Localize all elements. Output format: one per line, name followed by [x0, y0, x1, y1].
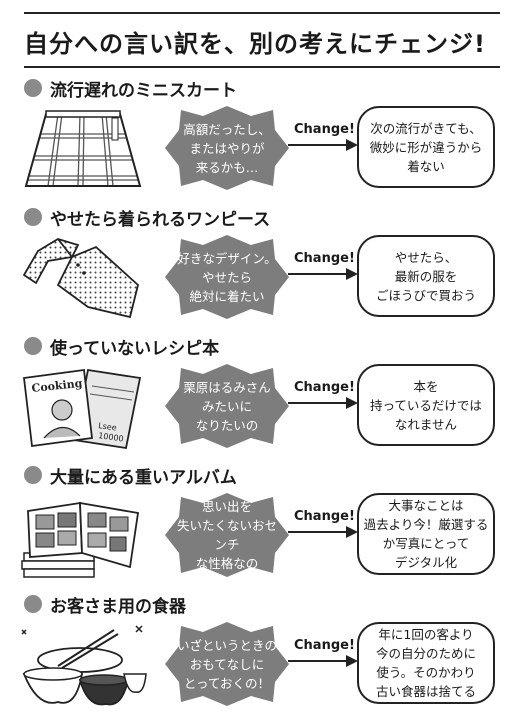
heading-text: お客さま用の食器: [50, 597, 186, 617]
heading-text: 流行遅れのミニスカート: [50, 81, 237, 101]
page-title-text: 自分への言い訳を、別の考えにチェンジ!: [24, 30, 486, 58]
excuse-line: いざというときの: [176, 637, 277, 653]
rethink-line: 持っているだけでは: [370, 397, 482, 413]
rethink-line: 次の流行がきても、: [370, 120, 482, 136]
change-label: Change!: [294, 380, 355, 395]
rethink-line: 過去より今！厳選する: [363, 517, 489, 532]
recipe-page-text: Lsee: [98, 421, 118, 432]
rethink-bubble: 本を 持っているだけでは なれません: [357, 364, 495, 446]
excuse-line: みたいに: [201, 398, 252, 414]
rethink-line: 大事なことは: [388, 498, 464, 513]
excuse-line: とっておくの！: [183, 675, 271, 691]
change-label: Change!: [294, 638, 355, 653]
heading-text: 使っていないレシピ本: [50, 339, 220, 359]
recipe-book-illustration: Cooking Lsee 10000: [23, 368, 142, 450]
bullet-icon: [24, 337, 42, 355]
rethink-bubble: 次の流行がきても、 微妙に形が違うから 着ない: [357, 106, 495, 188]
arrow-right-icon: [288, 655, 358, 667]
cookbook-cover-text: Cooking: [31, 377, 83, 395]
rethink-line: 今の自分のために: [375, 646, 476, 661]
arrow-right-icon: [288, 397, 358, 409]
change-label: Change!: [294, 251, 355, 266]
recipe-page-number: 10000: [98, 431, 124, 443]
change-label: Change!: [294, 509, 355, 524]
rethink-bubble: やせたら、 最新の服を ごほうびで買おう: [357, 235, 495, 317]
excuse-line: 失いたくないおセンチ: [176, 518, 277, 552]
rethink-line: 着ない: [407, 158, 445, 174]
excuse-bubble: 栗原はるみさん みたいに なりたいの: [163, 362, 291, 450]
album-illustration: [21, 501, 140, 578]
rethink-line: やせたら、: [394, 249, 458, 265]
rethink-line: 古い食器は捨てる: [375, 684, 476, 699]
rethink-line: 年に1回の客より: [378, 627, 474, 642]
excuse-line: 来るかも…: [195, 159, 259, 175]
excuse-line: 高額だったし、: [183, 121, 271, 137]
rethink-bubble: 年に1回の客より 今の自分のために 使う。そのかわり 古い食器は捨てる: [357, 622, 495, 704]
rethink-line: か写真にとって: [382, 536, 470, 551]
excuse-line: おもてなしに: [189, 656, 265, 672]
arrow-right-icon: [288, 139, 358, 151]
excuse-line: 好きなデザイン。: [177, 250, 277, 266]
excuse-bubble: 思い出を 失いたくないおセンチ な性格なの: [163, 491, 291, 579]
excuse-line: なりたいの: [195, 417, 259, 433]
page-title: 自分への言い訳を、別の考えにチェンジ!: [24, 12, 500, 68]
bullet-icon: [24, 466, 42, 484]
arrow-right-icon: [288, 526, 358, 538]
section-one-piece: やせたら着られるワンピース 好きなデザイン。 やせたら 絶対に着たい Chang…: [0, 201, 520, 323]
section-album: 大量にある重いアルバム 思い出を 失いたくないおセンチ な性格なの Change…: [0, 459, 520, 581]
heading-text: 大量にある重いアルバム: [50, 468, 237, 488]
section-mini-skirt: 流行遅れのミニスカート 高額だったし、 またはやりが 来るかも… Change!…: [0, 72, 520, 194]
arrow-right-icon: [288, 268, 358, 280]
bullet-icon: [24, 79, 42, 97]
excuse-line: 栗原はるみさん: [183, 379, 271, 395]
section-tableware: お客さま用の食器 いざというときの おもてなしに とっておくの！ Change!…: [0, 588, 520, 710]
tableware-illustration: [21, 625, 147, 706]
rethink-line: 本を: [413, 378, 439, 394]
rethink-line: 微妙に形が違うから: [369, 139, 483, 155]
heading-text: やせたら着られるワンピース: [50, 210, 271, 230]
rethink-line: 最新の服を: [394, 268, 458, 284]
rethink-line: ごほうびで買おう: [375, 287, 476, 303]
excuse-line: 思い出を: [201, 499, 252, 514]
excuse-bubble: いざというときの おもてなしに とっておくの！: [163, 620, 291, 708]
excuse-line: な性格なの: [195, 556, 259, 571]
rethink-line: なれません: [394, 416, 458, 432]
mini-skirt-illustration: [24, 110, 142, 187]
bullet-icon: [24, 595, 42, 613]
excuse-bubble: 好きなデザイン。 やせたら 絶対に着たい: [163, 233, 291, 321]
rethink-bubble: 大事なことは 過去より今！厳選する か写真にとって デジタル化: [357, 493, 495, 575]
excuse-line: 絶対に着たい: [189, 288, 265, 304]
excuse-line: やせたら: [201, 269, 252, 285]
section-recipe-book: 使っていないレシピ本 Cooking Lsee 10000 栗原はるみさん みた…: [0, 330, 520, 452]
change-label: Change!: [294, 122, 355, 137]
excuse-line: またはやりが: [189, 140, 265, 156]
bullet-icon: [24, 208, 42, 226]
excuse-bubble: 高額だったし、 またはやりが 来るかも…: [163, 104, 291, 192]
rethink-line: 使う。そのかわり: [376, 665, 476, 680]
rethink-line: デジタル化: [394, 555, 458, 570]
dress-illustration: [22, 238, 140, 319]
